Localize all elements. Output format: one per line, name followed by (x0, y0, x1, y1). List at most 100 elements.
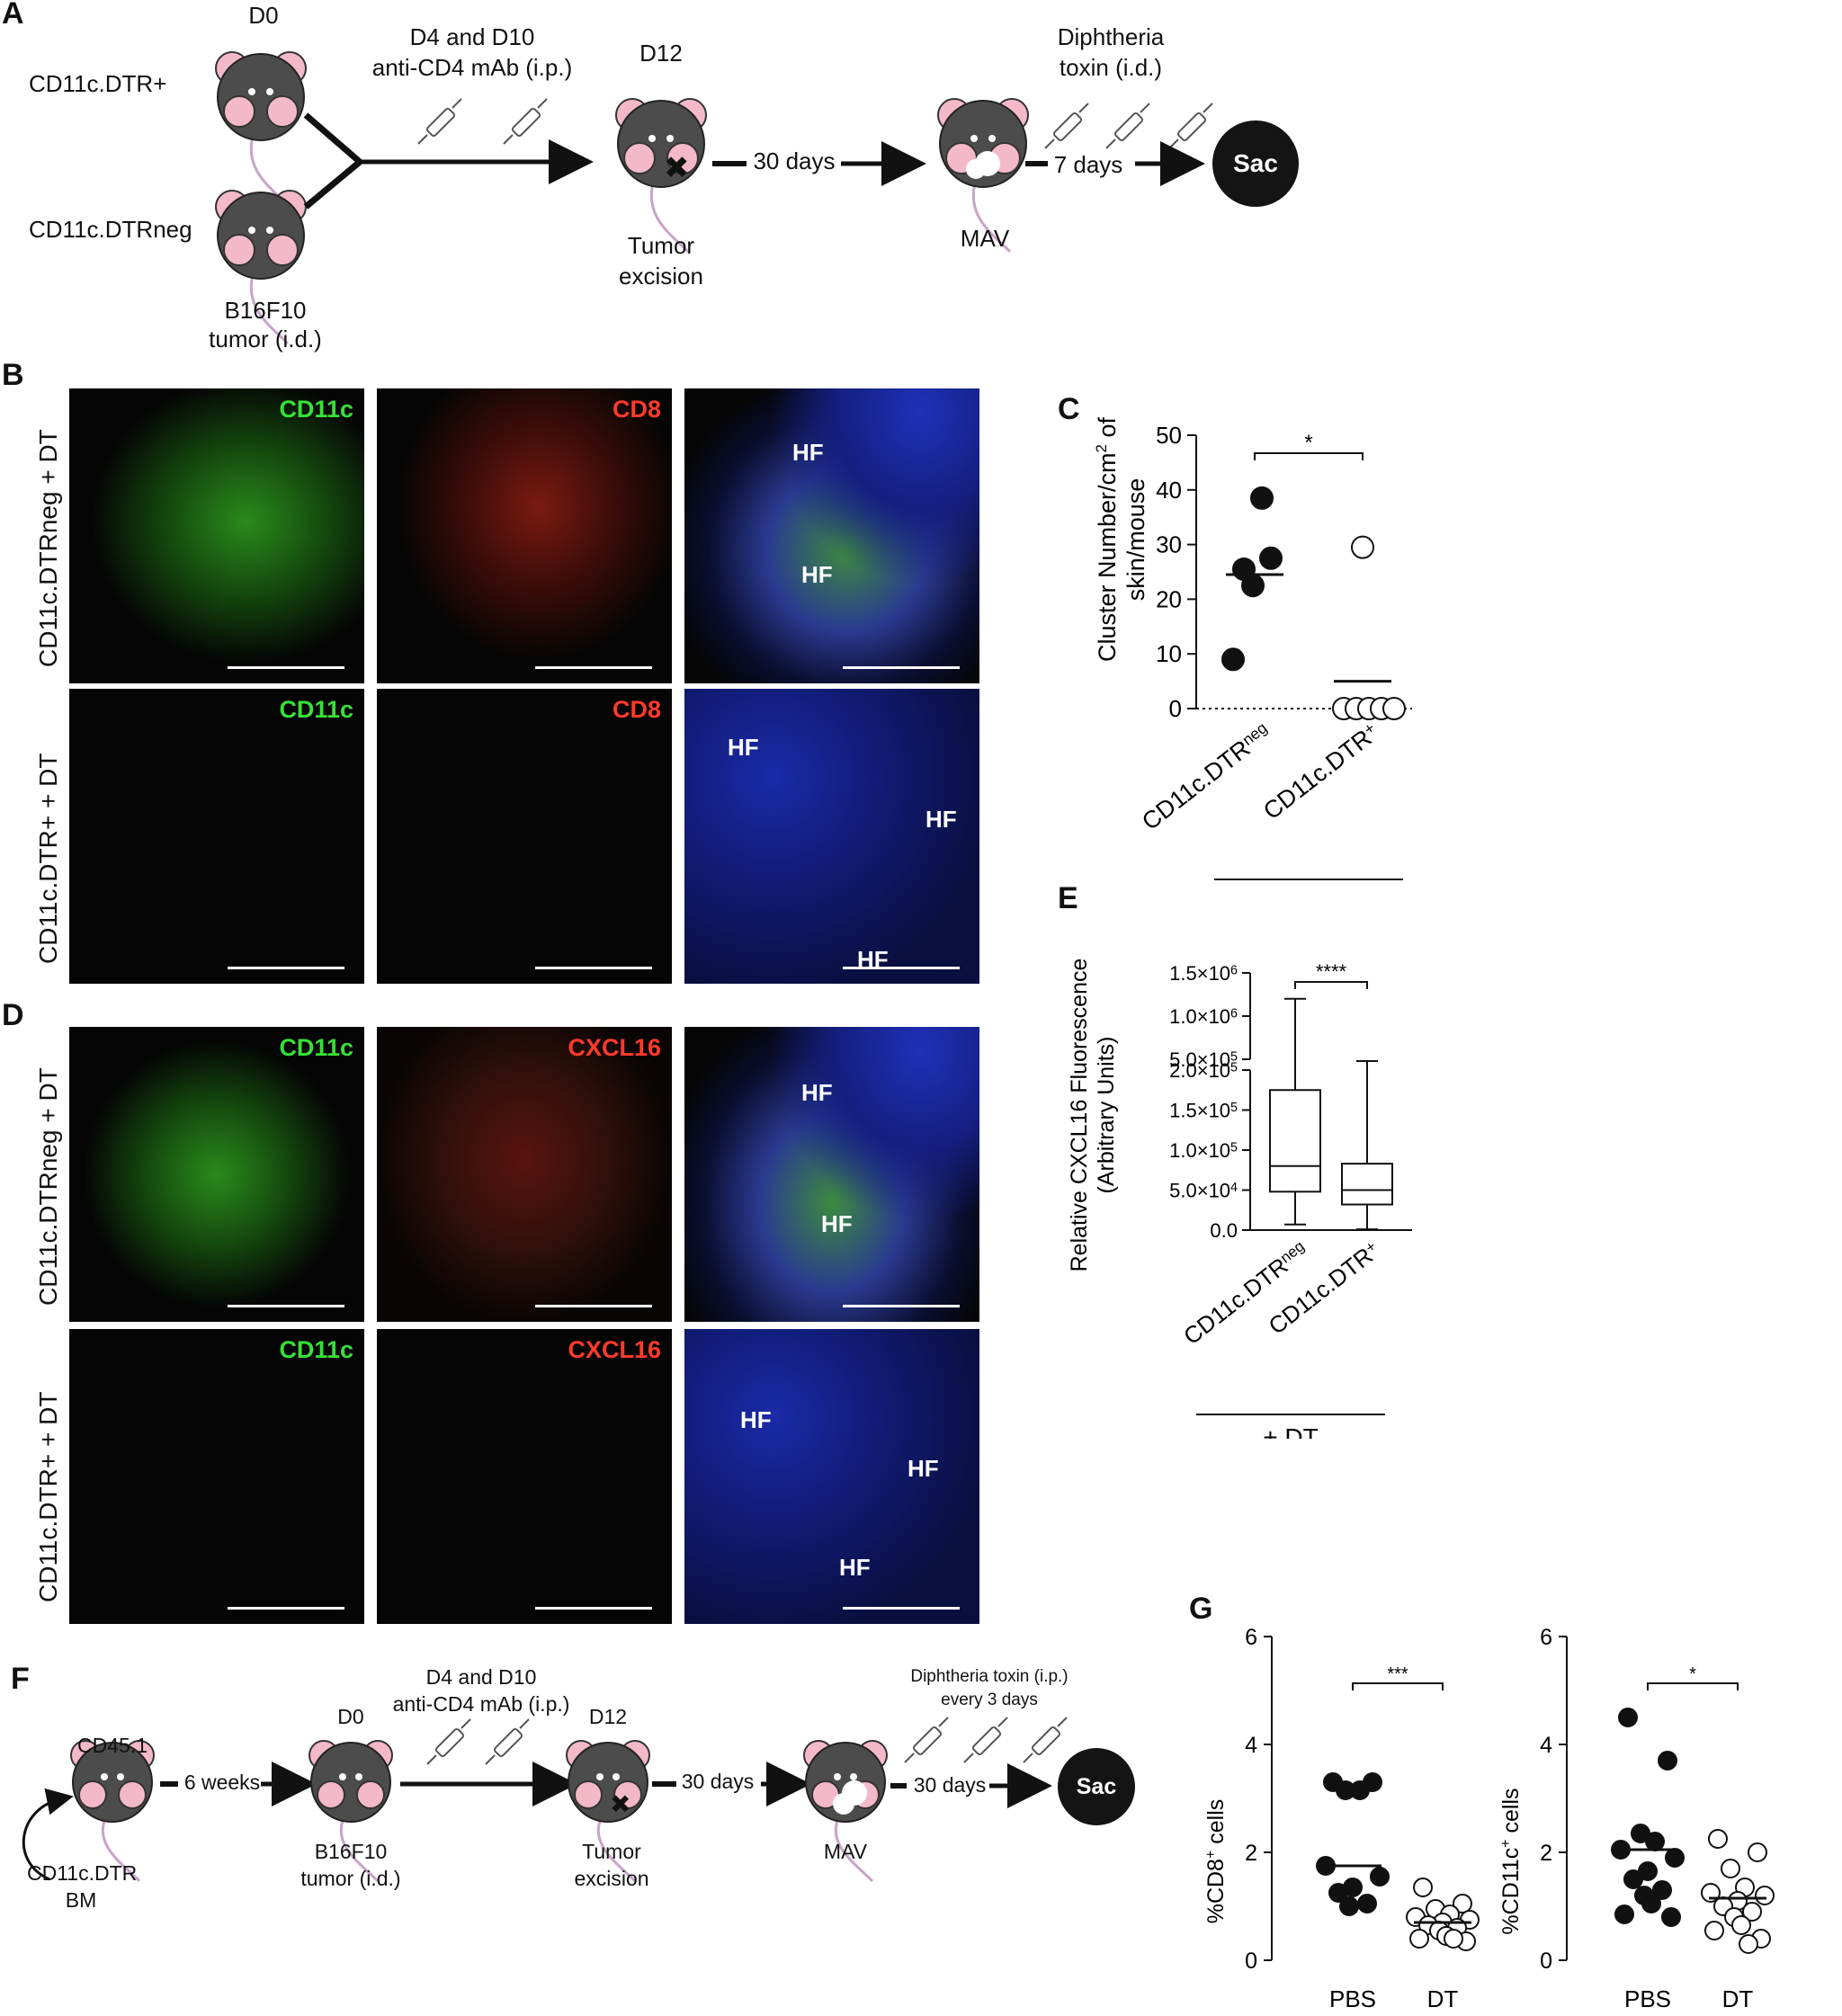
e-ylabel-line2: (Arbitrary Units) (1094, 1036, 1119, 1193)
scale-bar (228, 666, 344, 669)
significance-bracket (1254, 452, 1364, 460)
micrograph-d-cd11c-neg: CD11c (69, 1027, 364, 1322)
significance-bracket (1647, 1682, 1739, 1690)
stain-label-cd11c: CD11c (279, 1336, 353, 1363)
panel-label-e: E (1058, 881, 1078, 915)
data-point (1704, 1921, 1724, 1940)
y-tick-label: 2 (1540, 1841, 1552, 1866)
label-d0: D0 (248, 2, 279, 29)
micrograph-d-cd11c-pos: CD11c (69, 1329, 364, 1624)
label-f-tumor-line2: tumor (i.d.) (300, 1867, 401, 1890)
data-point (1614, 1904, 1634, 1924)
box (1269, 1089, 1321, 1193)
label-mav: MAV (960, 225, 1010, 252)
scale-bar (843, 967, 960, 969)
panel-label-b: B (2, 358, 24, 392)
chart-e: Relative CXCL16 Fluorescence (Arbitrary … (1070, 959, 1412, 1439)
label-f-excision-line1: Tumor (582, 1840, 641, 1863)
x-category-label: CD11c.DTR+ (1258, 718, 1384, 825)
syringe-icon (904, 1717, 949, 1763)
box (1341, 1163, 1393, 1206)
data-point (1453, 1894, 1472, 1913)
label-mouse-bottom: CD11c.DTRneg (29, 216, 192, 243)
label-f-interval1: 30 days (681, 1770, 755, 1793)
y-tick-label: 1.0×105 (1169, 1139, 1238, 1162)
scale-bar (843, 1607, 960, 1610)
stain-label-cd11c: CD11c (279, 1034, 353, 1061)
label-weeks: 6 weeks (183, 1771, 261, 1794)
data-point (1708, 1829, 1728, 1849)
data-point (1661, 1907, 1681, 1927)
label-ab-line2: anti-CD4 mAb (i.p.) (371, 54, 573, 81)
data-point (1409, 1929, 1429, 1949)
c-ylabel-line1: Cluster Number/cm2 of (1093, 416, 1121, 662)
group-label: + DT (1281, 888, 1336, 890)
syringe-icon (417, 98, 462, 145)
mouse-top-icon (214, 50, 308, 207)
row-label-neg-d: CD11c.DTRneg + DT (34, 1067, 62, 1306)
data-point (1350, 1780, 1370, 1800)
data-point (1259, 546, 1283, 570)
label-bm-line1: CD11c.DTR (27, 1861, 138, 1885)
scale-bar (843, 1305, 960, 1307)
data-point (1623, 1869, 1643, 1889)
significance-bracket (1294, 981, 1368, 989)
svg-text:✖: ✖ (610, 1790, 630, 1818)
micrograph-b-cd11c-pos: CD11c (69, 689, 364, 984)
label-f-dt-line2: every 3 days (941, 1690, 1038, 1709)
data-point (1641, 1894, 1661, 1913)
data-point (1739, 1934, 1758, 1954)
data-point (1370, 1867, 1390, 1887)
hf-label: HF (857, 946, 889, 973)
data-point (1413, 1878, 1433, 1897)
row-label-neg-b: CD11c.DTRneg + DT (34, 429, 62, 667)
stain-label-cxcl16: CXCL16 (568, 1336, 661, 1363)
hf-label: HF (792, 439, 824, 466)
scale-bar (535, 666, 652, 669)
data-point (1755, 1886, 1775, 1905)
panel-a-schematic: ✖ (214, 50, 1213, 345)
label-f-ab-line1: D4 and D10 (425, 1665, 537, 1689)
data-point (1742, 1902, 1762, 1922)
label-ab-line1: D4 and D10 (409, 23, 535, 50)
y-tick-label: 2.0×105 (1169, 1059, 1238, 1082)
group-label: + DT (1263, 1423, 1318, 1439)
label-dt-line1: Diphtheria (1057, 23, 1165, 50)
label-f-mav: MAV (823, 1840, 868, 1863)
significance-label: * (1689, 1664, 1696, 1684)
syringe-icon (1105, 103, 1150, 149)
data-point (1665, 1848, 1685, 1868)
data-point (1339, 1896, 1359, 1916)
data-point (1618, 1708, 1638, 1727)
data-point (1645, 1832, 1665, 1851)
scale-bar (843, 666, 960, 669)
stain-label-cd8: CD8 (612, 396, 661, 423)
panel-label-d: D (2, 998, 24, 1032)
micrograph-b-merge-pos: HF HF HF (684, 689, 979, 984)
scale-bar (228, 967, 344, 969)
x-category-label: PBS (1329, 1985, 1376, 2012)
data-point (1444, 1929, 1463, 1949)
label-f-d12: D12 (588, 1705, 628, 1728)
syringe-icon (1044, 103, 1089, 149)
y-tick-label: 2 (1245, 1841, 1257, 1866)
hf-label: HF (801, 1079, 833, 1106)
label-mouse-top: CD11c.DTR+ (29, 70, 167, 97)
stain-label-cd8: CD8 (612, 696, 661, 723)
data-point (1382, 697, 1406, 720)
hf-label: HF (728, 734, 759, 761)
y-tick-label: 0.0 (1210, 1219, 1238, 1242)
data-point (1250, 486, 1274, 510)
label-dt-line2: toxin (i.d.) (1059, 54, 1163, 81)
label-f-interval2: 30 days (913, 1773, 987, 1797)
micrograph-d-cxcl16-pos: CXCL16 (377, 1329, 672, 1624)
micrograph-b-cd11c-neg: CD11c (69, 388, 364, 683)
label-interval1: 30 days (753, 147, 836, 174)
y-tick-label: 30 (1156, 531, 1182, 558)
hf-label: HF (740, 1406, 772, 1433)
syringe-icon (485, 1718, 530, 1765)
syringe-icon (1168, 103, 1213, 149)
g1-ylabel: %CD8+ cells (1203, 1799, 1229, 1924)
data-point (1351, 535, 1374, 559)
